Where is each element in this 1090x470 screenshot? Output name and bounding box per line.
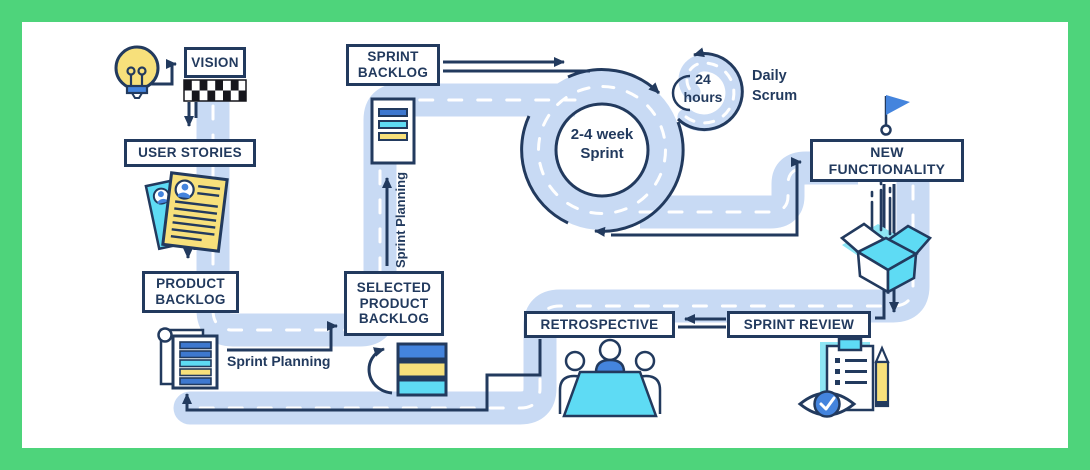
sprint-planning-label-bottom: Sprint Planning bbox=[227, 353, 331, 369]
story-cards-icon bbox=[144, 171, 229, 253]
road-to-new-functionality bbox=[640, 151, 858, 229]
sprint-ring-arc-top bbox=[567, 68, 661, 95]
lightbulb-icon bbox=[114, 45, 160, 99]
sprint-planning-label-vertical: Sprint Planning bbox=[393, 171, 408, 268]
daily-scrum-label: Daily Scrum bbox=[752, 68, 798, 105]
stage-box-selected-product-backlog: SELECTED PRODUCT BACKLOG bbox=[344, 271, 444, 336]
flow-idea-to-vision bbox=[147, 59, 177, 86]
team-meeting-icon bbox=[558, 338, 662, 418]
sprint-duration-label: 2-4 week Sprint bbox=[570, 126, 634, 162]
clipboard-eye-pencil-icon bbox=[797, 337, 890, 418]
daily-cycle-label: 24 hours bbox=[683, 71, 723, 106]
stage-box-user-stories: USER STORIES bbox=[124, 139, 256, 167]
sprint-ring-arc-right bbox=[594, 121, 685, 237]
checkered-flag-icon bbox=[183, 79, 247, 102]
scroll-document-icon bbox=[157, 327, 219, 390]
daily-curl-inner-arc bbox=[671, 74, 691, 112]
stage-box-vision: VISION bbox=[184, 47, 246, 78]
sprint-loop-outline bbox=[520, 47, 744, 237]
stage-box-retrospective: RETROSPECTIVE bbox=[524, 311, 675, 338]
flow-retrospective-feedback bbox=[182, 339, 542, 412]
open-box-icon bbox=[839, 178, 933, 295]
stage-box-sprint-review: SPRINT REVIEW bbox=[727, 311, 871, 338]
flow-loop-to-new-functionality bbox=[611, 157, 802, 237]
stage-box-new-functionality: NEW FUNCTIONALITY bbox=[810, 139, 964, 182]
flow-sprint-planning-bottom bbox=[227, 321, 338, 352]
prioritized-bars-icon bbox=[367, 342, 448, 397]
task-sheet-icon bbox=[370, 97, 416, 165]
sprint-ring-arc-left bbox=[520, 115, 569, 225]
daily-curl-outline bbox=[676, 47, 744, 132]
stage-box-product-backlog: PRODUCT BACKLOG bbox=[142, 271, 239, 313]
sprint-ring-inner-circle bbox=[554, 102, 650, 198]
finish-flag-icon bbox=[880, 95, 910, 136]
stage-box-sprint-backlog: SPRINT BACKLOG bbox=[346, 44, 440, 86]
